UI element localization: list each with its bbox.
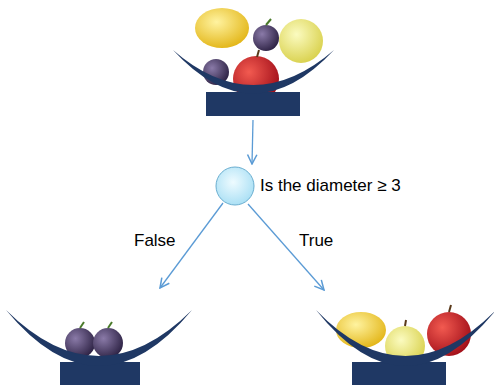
- bowl: [173, 50, 334, 94]
- decision-question: Is the diameter ≥ 3: [260, 176, 401, 196]
- branch-label: False: [133, 231, 177, 251]
- bowl: [6, 310, 192, 366]
- arrow-line: [252, 120, 253, 164]
- branch-label: True: [298, 231, 334, 251]
- bowl-base: [206, 92, 300, 116]
- decision-circle: Is the diameter ≥ 3: [215, 166, 255, 206]
- circle-outline: [215, 166, 255, 206]
- bowl: [316, 310, 494, 366]
